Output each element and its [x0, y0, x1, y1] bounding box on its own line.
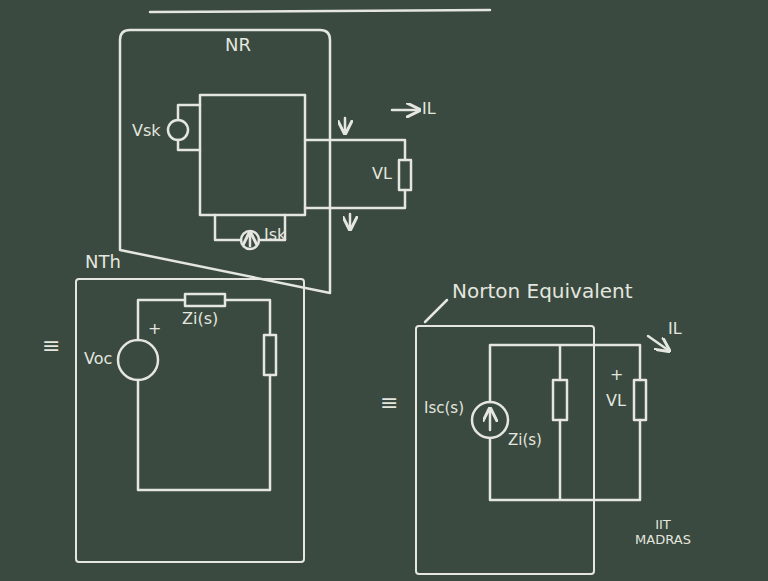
current-label: IL [422, 100, 436, 118]
network-name: NTh [85, 252, 121, 273]
watermark: IIT MADRAS [628, 518, 698, 548]
polarity-sign: + [148, 320, 161, 338]
network-outline: NR [115, 25, 335, 300]
source-label: Isc(s) [424, 400, 464, 417]
network-box [200, 95, 305, 215]
board-line [150, 10, 490, 12]
wire [305, 140, 405, 208]
wire [490, 420, 640, 500]
voltage-source [168, 120, 188, 140]
resistor-symbol [264, 335, 276, 375]
outline-path [120, 30, 330, 293]
wire [138, 375, 270, 490]
source-arrow [489, 410, 492, 430]
current-arrow [349, 214, 352, 228]
current-source [472, 402, 508, 438]
source-label: Isk [264, 226, 286, 244]
network-name: Norton Equivalent [452, 280, 633, 303]
outline-shape [115, 25, 335, 300]
voltage-source [118, 340, 158, 380]
source-label: Vsk [132, 122, 161, 140]
wire [225, 300, 270, 335]
current-label: IL [668, 320, 682, 338]
source-arrow [249, 234, 252, 246]
norton-box: Norton Equivalent [415, 325, 595, 575]
network-name: NR [225, 35, 251, 56]
current-source [241, 231, 259, 249]
resistor-symbol [634, 380, 646, 420]
impedance-label: Zi(s) [508, 432, 542, 449]
voltage-label: VL [606, 392, 626, 410]
polarity-sign: + [610, 366, 623, 384]
voltage-label: VL [372, 165, 392, 183]
impedance-label: Zi(s) [182, 310, 218, 328]
source-label: Voc [84, 350, 112, 368]
current-arrow [648, 336, 668, 350]
equivalence-sign: ≡ [42, 333, 60, 358]
wire [138, 300, 185, 340]
resistor-symbol [553, 380, 567, 420]
resistor-symbol [399, 160, 411, 190]
equivalence-sign: ≡ [380, 390, 398, 415]
current-arrow [344, 118, 347, 132]
wire [178, 105, 200, 150]
resistor-symbol [185, 294, 225, 306]
leader-line [425, 300, 447, 322]
current-arrow [392, 109, 418, 112]
